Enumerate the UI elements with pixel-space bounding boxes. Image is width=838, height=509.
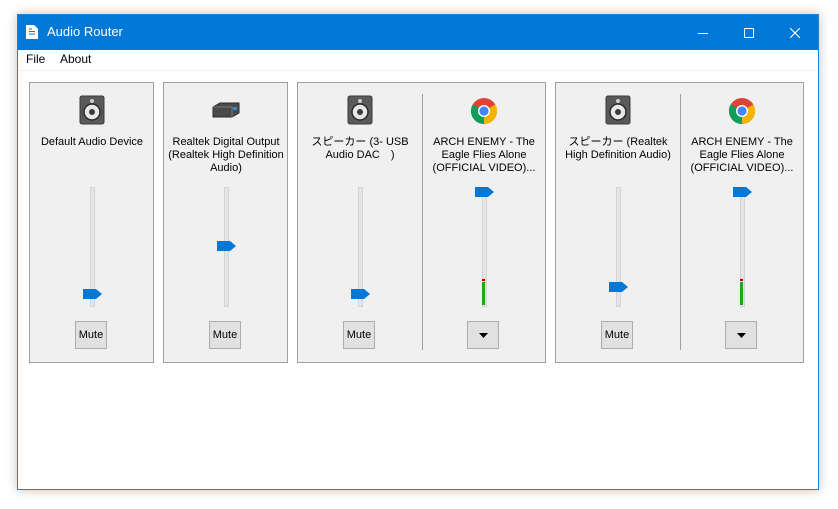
title-bar[interactable]: Audio Router — [18, 15, 818, 50]
device-name: Realtek Digital Output (Realtek High Def… — [168, 136, 284, 174]
chrome-icon — [728, 98, 756, 125]
device-column: Realtek Digital Output (Realtek High Def… — [164, 83, 288, 362]
meter-level — [740, 282, 743, 305]
maximize-button[interactable] — [726, 15, 772, 50]
maximize-icon — [744, 27, 754, 38]
volume-track — [616, 187, 621, 307]
menu-file[interactable]: File — [26, 52, 46, 66]
mute-button[interactable]: Mute — [75, 321, 107, 349]
speaker-icon — [605, 95, 631, 125]
audio-router-window: Audio Router File About Default Audio De… — [17, 14, 819, 490]
level-meter — [740, 279, 743, 305]
device-column: スピーカー (Realtek High Definition Audio) Mu… — [556, 83, 680, 362]
device-panel-default: Default Audio Device Mute — [29, 82, 154, 363]
volume-track — [90, 187, 95, 307]
meter-peak — [740, 279, 743, 281]
dropdown-arrow-icon — [478, 332, 488, 338]
app-name: ARCH ENEMY - The Eagle Flies Alone (OFFI… — [690, 136, 794, 174]
dropdown-arrow-icon — [736, 332, 746, 338]
minimize-icon — [698, 32, 708, 34]
level-meter — [482, 279, 485, 305]
menu-about[interactable]: About — [60, 52, 92, 66]
mute-button[interactable]: Mute — [343, 321, 375, 349]
digital-output-icon — [212, 102, 240, 118]
route-dropdown-button[interactable] — [725, 321, 757, 349]
volume-slider[interactable] — [83, 289, 102, 299]
volume-slider[interactable] — [351, 289, 370, 299]
close-icon — [790, 27, 800, 38]
volume-slider[interactable] — [217, 241, 236, 251]
volume-slider[interactable] — [733, 187, 752, 197]
device-panel-realtek-digital: Realtek Digital Output (Realtek High Def… — [163, 82, 288, 363]
device-column: Default Audio Device Mute — [30, 83, 154, 362]
speaker-icon — [347, 95, 373, 125]
volume-slider[interactable] — [609, 282, 628, 292]
app-name: ARCH ENEMY - The Eagle Flies Alone (OFFI… — [432, 136, 536, 174]
device-panel-realtek-hd: スピーカー (Realtek High Definition Audio) Mu… — [555, 82, 804, 363]
menu-bar: File About — [18, 50, 818, 71]
minimize-button[interactable] — [680, 15, 726, 50]
column-divider — [422, 94, 423, 350]
app-column: ARCH ENEMY - The Eagle Flies Alone (OFFI… — [422, 83, 546, 362]
volume-slider[interactable] — [475, 187, 494, 197]
device-name: スピーカー (Realtek High Definition Audio) — [565, 136, 671, 161]
mute-button[interactable]: Mute — [601, 321, 633, 349]
close-button[interactable] — [772, 15, 818, 50]
chrome-icon — [470, 98, 498, 125]
device-panel-usb-dac: スピーカー (3- USB Audio DAC ) Mute ARCH ENEM… — [297, 82, 546, 363]
column-divider — [680, 94, 681, 350]
window-title: Audio Router — [47, 24, 123, 39]
mute-button[interactable]: Mute — [209, 321, 241, 349]
app-column: ARCH ENEMY - The Eagle Flies Alone (OFFI… — [680, 83, 804, 362]
device-column: スピーカー (3- USB Audio DAC ) Mute — [298, 83, 422, 362]
device-name: スピーカー (3- USB Audio DAC ) — [311, 136, 409, 161]
speaker-icon — [79, 95, 105, 125]
app-icon — [26, 25, 38, 39]
meter-peak — [482, 279, 485, 281]
volume-track — [358, 187, 363, 307]
route-dropdown-button[interactable] — [467, 321, 499, 349]
device-name: Default Audio Device — [40, 136, 144, 148]
meter-level — [482, 282, 485, 305]
